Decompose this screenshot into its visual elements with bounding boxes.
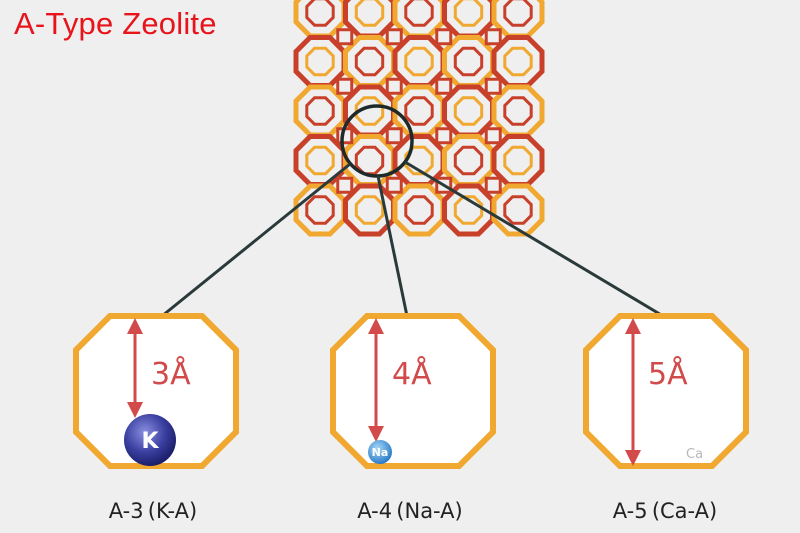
framework-link bbox=[385, 28, 403, 46]
arrow-head-up-icon bbox=[625, 318, 641, 334]
size-label-a3: 3Å bbox=[151, 356, 191, 392]
framework-link bbox=[336, 77, 354, 95]
framework-ring bbox=[354, 0, 385, 27]
k-ion bbox=[124, 414, 176, 466]
framework-link bbox=[435, 77, 453, 95]
connector-line-a5 bbox=[404, 160, 664, 318]
arrow-head-down-icon bbox=[127, 402, 143, 418]
framework-ring bbox=[404, 195, 434, 225]
framework-ring bbox=[453, 96, 484, 126]
arrow-head-up-icon bbox=[127, 318, 143, 334]
na-ion-label: Na bbox=[372, 446, 389, 459]
framework-ring bbox=[503, 46, 533, 77]
framework-ring bbox=[453, 0, 484, 27]
framework-cage bbox=[343, 183, 396, 237]
framework-ring bbox=[503, 145, 533, 176]
arrow-head-up-icon bbox=[368, 318, 384, 334]
framework-ring bbox=[305, 195, 335, 225]
pore-a3: 3Å K A-3 (K-A) bbox=[73, 313, 239, 523]
ca-ion-label: Ca bbox=[686, 447, 703, 462]
framework-ring bbox=[305, 0, 335, 27]
connector-line-a4 bbox=[376, 175, 409, 317]
pore-a4: 4Å Na A-4 (Na-A) bbox=[330, 313, 496, 523]
framework-ring bbox=[503, 96, 533, 126]
framework-ring bbox=[503, 0, 533, 27]
framework-ring bbox=[354, 145, 385, 176]
framework-link bbox=[336, 28, 354, 46]
framework-link bbox=[435, 28, 453, 46]
na-ion bbox=[368, 440, 392, 464]
framework-link bbox=[336, 176, 354, 194]
magnifier-circle bbox=[340, 104, 414, 178]
framework-ring bbox=[453, 46, 484, 77]
caption-a3: A-3 (K-A) bbox=[109, 499, 197, 523]
framework-ring bbox=[404, 96, 434, 126]
caption-a5: A-5 (Ca-A) bbox=[613, 499, 717, 523]
framework-ring bbox=[354, 96, 385, 126]
framework-ring bbox=[404, 46, 434, 77]
framework-link bbox=[484, 176, 502, 194]
connector-line-a3 bbox=[161, 162, 351, 318]
framework-ring bbox=[404, 0, 434, 27]
framework-link bbox=[385, 77, 403, 95]
framework-link bbox=[484, 77, 502, 95]
zeolite-framework-structure bbox=[293, 0, 545, 237]
framework-link bbox=[385, 176, 403, 194]
framework-link bbox=[385, 127, 403, 145]
framework-ring bbox=[354, 195, 385, 225]
k-ion-label: K bbox=[141, 429, 159, 454]
framework-ring bbox=[305, 145, 335, 176]
arrow-head-down-icon bbox=[368, 426, 384, 442]
framework-ring bbox=[305, 96, 335, 126]
framework-ring bbox=[453, 195, 484, 225]
pore-a5: 5Å Ca A-5 (Ca-A) bbox=[583, 313, 749, 523]
octagon-a5 bbox=[583, 313, 749, 469]
framework-cage bbox=[392, 183, 446, 237]
octagon-a3 bbox=[73, 313, 239, 469]
arrow-head-down-icon bbox=[625, 450, 641, 466]
size-label-a5: 5Å bbox=[648, 356, 688, 392]
framework-ring bbox=[503, 195, 533, 225]
caption-a4: A-4 (Na-A) bbox=[357, 499, 462, 523]
framework-ring bbox=[453, 145, 484, 176]
diagram-title: A-Type Zeolite bbox=[14, 6, 217, 41]
framework-link bbox=[484, 28, 502, 46]
framework-link bbox=[484, 127, 502, 145]
framework-cage bbox=[442, 183, 495, 237]
framework-link bbox=[435, 176, 453, 194]
framework-ring bbox=[354, 46, 385, 77]
framework-link bbox=[435, 127, 453, 145]
size-label-a4: 4Å bbox=[392, 356, 432, 392]
framework-ring bbox=[305, 46, 335, 77]
